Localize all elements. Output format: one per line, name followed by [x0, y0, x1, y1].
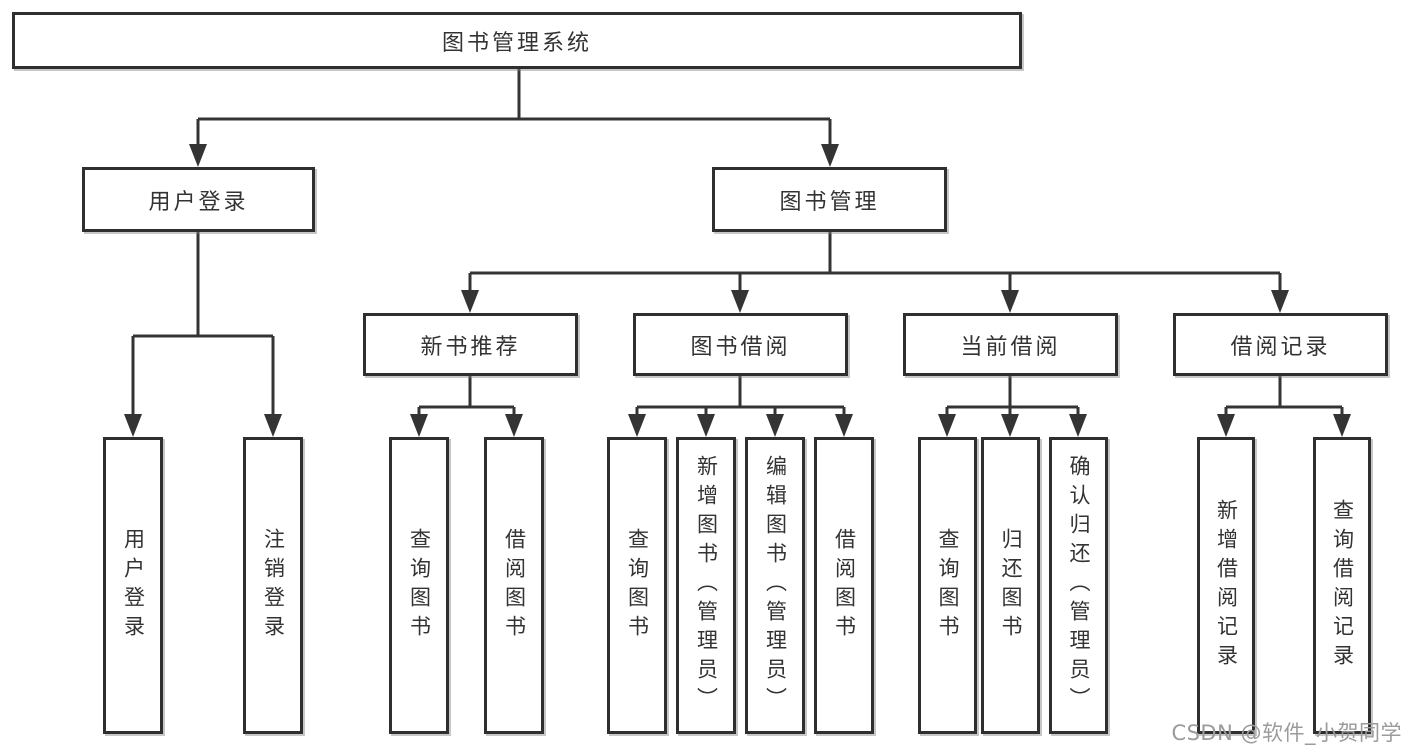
node-label: 新增图书（管理员）	[694, 455, 719, 716]
arrow-down-icon	[1001, 414, 1019, 437]
node-new-book-recommend: 新书推荐	[363, 313, 578, 376]
connector-book-management-to-modules	[461, 232, 1289, 313]
leaf-add-book-admin: 新增图书（管理员）	[676, 437, 736, 734]
arrow-down-icon	[264, 414, 282, 437]
node-label: 借阅图书	[832, 527, 857, 644]
node-book-management: 图书管理	[712, 167, 947, 232]
node-label: 用户登录	[121, 527, 146, 644]
arrow-down-icon	[835, 414, 853, 437]
leaf-query-books-recommend: 查询图书	[389, 437, 449, 734]
connector-new-book-recommend-to-leaves	[410, 376, 523, 437]
arrow-down-icon	[628, 414, 646, 437]
leaf-confirm-return-admin: 确认归还（管理员）	[1049, 437, 1108, 734]
node-label: 图书管理	[779, 189, 880, 215]
connector-root-to-branches	[189, 67, 839, 167]
arrow-down-icon	[189, 144, 207, 167]
node-label: 确认归还（管理员）	[1067, 455, 1091, 716]
node-current-borrow: 当前借阅	[903, 313, 1118, 376]
arrow-down-icon	[1069, 414, 1087, 437]
arrow-down-icon	[938, 414, 956, 437]
node-label: 查询借阅记录	[1330, 498, 1355, 673]
node-label: 注销登录	[261, 527, 286, 644]
connector-line	[468, 232, 1282, 309]
arrow-down-icon	[505, 414, 523, 437]
leaf-return-books: 归还图书	[981, 437, 1040, 734]
arrow-down-icon	[410, 414, 428, 437]
node-book-borrow: 图书借阅	[633, 313, 848, 376]
node-label: 图书管理系统	[441, 30, 592, 56]
arrow-down-icon	[461, 290, 479, 313]
arrow-down-icon	[766, 414, 784, 437]
arrow-down-icon	[1271, 290, 1289, 313]
leaf-borrow-books-borrow: 借阅图书	[814, 437, 874, 734]
leaf-query-borrow-record: 查询借阅记录	[1313, 437, 1371, 734]
arrow-down-icon	[1001, 290, 1019, 313]
connector-line	[131, 232, 275, 433]
node-label: 借阅图书	[502, 527, 527, 644]
arrow-down-icon	[821, 144, 839, 167]
node-label: 查询图书	[625, 527, 650, 644]
connector-borrow-records-to-leaves	[1217, 376, 1351, 437]
node-label: 用户登录	[148, 189, 249, 215]
node-label: 新增借阅记录	[1214, 498, 1239, 673]
connector-line	[635, 376, 846, 433]
arrow-down-icon	[731, 290, 749, 313]
csdn-watermark: CSDN @软件_小贺同学	[1171, 721, 1402, 745]
node-root-system: 图书管理系统	[12, 12, 1022, 69]
arrow-down-icon	[124, 414, 142, 437]
connector-user-login-to-leaves	[124, 232, 282, 437]
leaf-user-login: 用户登录	[103, 437, 163, 734]
leaf-borrow-books-recommend: 借阅图书	[484, 437, 544, 734]
node-label: 借阅记录	[1230, 334, 1331, 360]
connector-line	[417, 376, 516, 433]
node-label: 新书推荐	[420, 334, 521, 360]
leaf-logout: 注销登录	[243, 437, 303, 734]
connector-line	[196, 67, 832, 163]
connector-current-borrow-to-leaves	[938, 376, 1087, 437]
leaf-query-books-current: 查询图书	[918, 437, 977, 734]
leaf-add-borrow-record: 新增借阅记录	[1197, 437, 1255, 734]
node-user-login-branch: 用户登录	[82, 167, 315, 232]
arrow-down-icon	[1333, 414, 1351, 437]
leaf-query-books-borrow: 查询图书	[607, 437, 667, 734]
node-label: 查询图书	[407, 527, 432, 644]
connector-book-borrow-to-leaves	[628, 376, 853, 437]
node-label: 当前借阅	[960, 334, 1061, 360]
node-label: 查询图书	[936, 527, 960, 644]
arrow-down-icon	[1217, 414, 1235, 437]
leaf-edit-book-admin: 编辑图书（管理员）	[745, 437, 805, 734]
node-label: 归还图书	[999, 527, 1023, 644]
node-label: 图书借阅	[690, 334, 791, 360]
node-borrow-records: 借阅记录	[1173, 313, 1388, 376]
node-label: 编辑图书（管理员）	[763, 455, 788, 716]
arrow-down-icon	[697, 414, 715, 437]
connector-line	[1224, 376, 1344, 433]
